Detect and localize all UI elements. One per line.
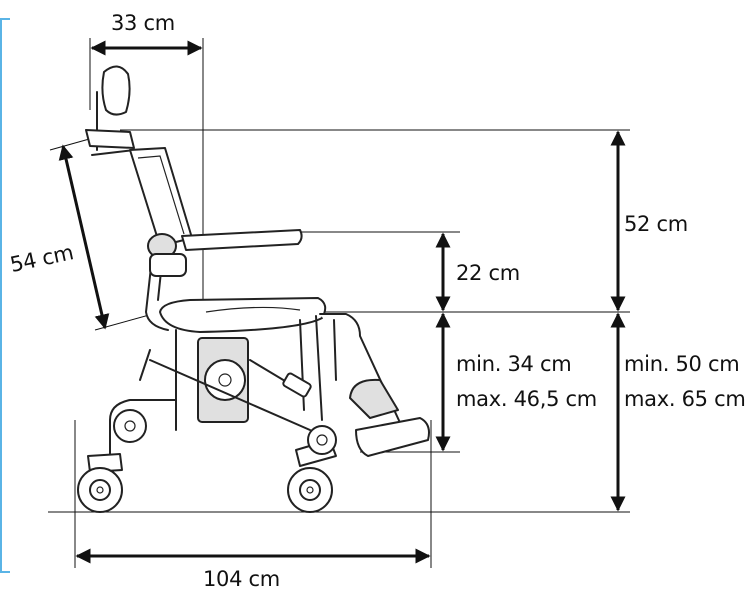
seat-height-max-label: max. 46,5 cm <box>456 387 597 411</box>
headrest-width-label: 33 cm <box>111 11 175 35</box>
back-height-arrow <box>58 144 110 330</box>
back-height-label: 54 cm <box>8 240 75 277</box>
dimension-arrows <box>58 40 626 564</box>
top-height-label: 52 cm <box>624 212 688 236</box>
total-height-max-label: max. 65 cm <box>624 387 746 411</box>
footplate <box>355 417 430 457</box>
armrest <box>181 229 303 251</box>
calf-pad <box>349 378 399 419</box>
left-accent-bracket <box>0 18 10 573</box>
seat-height-min-label: min. 34 cm <box>456 352 571 376</box>
total-height-min-label: min. 50 cm <box>624 352 739 376</box>
armrest-height-label: 22 cm <box>456 261 520 285</box>
length-label: 104 cm <box>203 567 280 590</box>
shower-wheelchair-illustration <box>77 65 430 513</box>
extension-lines <box>48 38 630 568</box>
seat <box>159 297 327 333</box>
headrest-pad <box>101 65 131 116</box>
